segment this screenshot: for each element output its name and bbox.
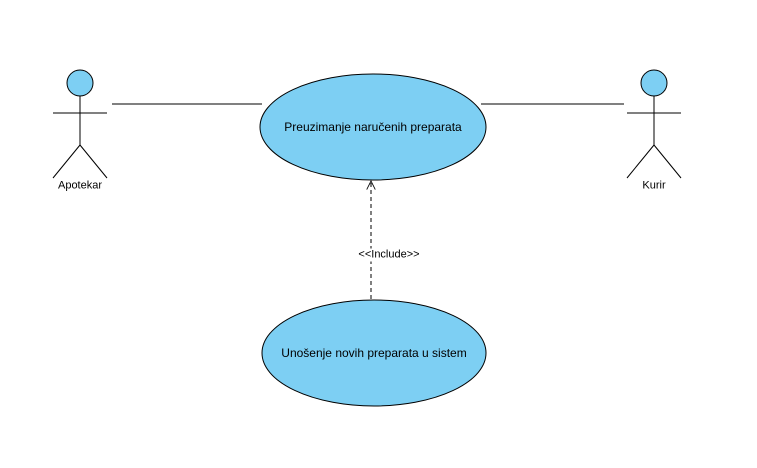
include-stereotype-label: <<Include>>	[356, 248, 422, 262]
actor-apotekar-left-leg	[52, 144, 81, 179]
actor-apotekar[interactable]	[52, 69, 108, 179]
actor-apotekar-head	[66, 69, 94, 97]
actor-kurir-head	[640, 69, 668, 97]
actor-kurir-left-leg	[626, 144, 655, 179]
use-case-unosenje[interactable]	[261, 299, 487, 407]
use-case-preuzimanje-label: Preuzimanje naručenih preparata	[284, 120, 462, 134]
actor-kurir-label: Kurir	[642, 179, 666, 192]
actor-apotekar-right-leg	[79, 144, 108, 179]
actor-kurir[interactable]	[626, 69, 682, 179]
use-case-preuzimanje[interactable]	[259, 73, 487, 181]
use-case-unosenje-label: Unošenje novih preparata u sistem	[281, 346, 467, 360]
actor-kurir-right-leg	[653, 144, 682, 179]
actor-apotekar-label: Apotekar	[57, 179, 103, 192]
